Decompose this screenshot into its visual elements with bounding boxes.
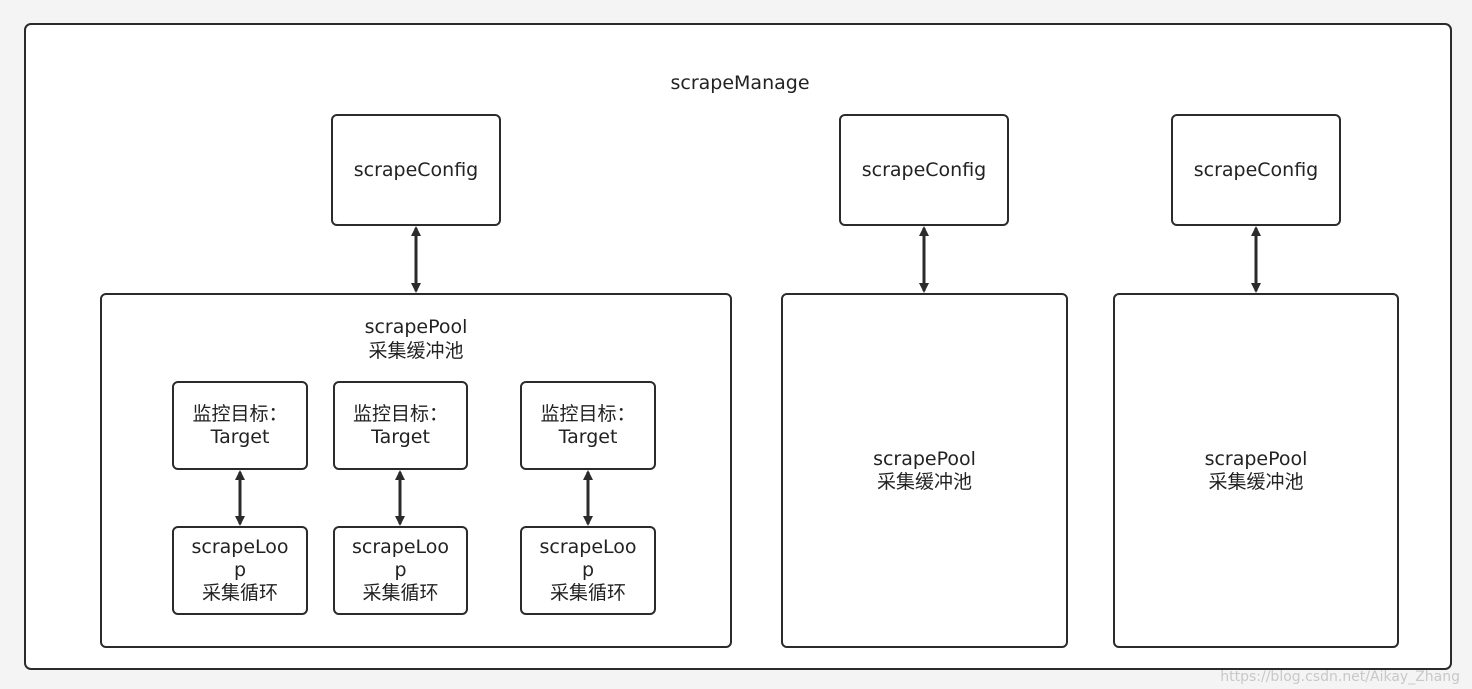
scrape-pool-name: scrapePool [873, 447, 976, 470]
target-line1: 监控目标： [352, 402, 448, 425]
scrape-loop-line2: p [233, 559, 247, 581]
target-line2: Target [558, 425, 618, 448]
scrape-pool-subtitle: 采集缓冲池 [1208, 470, 1304, 493]
target-line1: 监控目标： [540, 402, 636, 425]
scrape-loop-box-2: scrapeLoo p 采集循环 [333, 526, 468, 615]
target-line1: 监控目标： [192, 402, 288, 425]
watermark: https://blog.csdn.net/Aikay_Zhang [1220, 669, 1460, 685]
scrape-loop-box-1: scrapeLoo p 采集循环 [172, 526, 308, 615]
scrape-loop-line1: scrapeLoo [539, 536, 637, 558]
scrape-config-label: scrapeConfig [1193, 158, 1319, 181]
scrape-loop-line3: 采集循环 [549, 582, 626, 604]
scrape-pool-1-subtitle: 采集缓冲池 [368, 340, 464, 362]
scrape-pool-name: scrapePool [1204, 447, 1308, 470]
scrape-manager-title: scrapeManage [670, 72, 810, 94]
target-line2: Target [210, 425, 270, 448]
scrape-loop-box-3: scrapeLoo p 采集循环 [520, 526, 656, 615]
scrape-pool-box-2: scrapePool 采集缓冲池 [781, 293, 1068, 648]
scrape-loop-line1: scrapeLoo [351, 536, 450, 558]
scrape-loop-line3: 采集循环 [362, 582, 439, 604]
scrape-loop-line1: scrapeLoo [191, 536, 289, 558]
scrape-pool-1-name: scrapePool [364, 316, 468, 338]
scrape-loop-line3: 采集循环 [201, 582, 278, 604]
target-box-2: 监控目标： Target [333, 381, 468, 470]
scrape-config-box-3: scrapeConfig [1171, 114, 1341, 226]
scrape-config-label: scrapeConfig [353, 158, 479, 181]
scrape-config-box-2: scrapeConfig [839, 114, 1009, 226]
scrape-loop-line2: p [581, 559, 595, 581]
target-line2: Target [371, 425, 430, 448]
scrape-config-label: scrapeConfig [861, 158, 987, 181]
scrape-pool-subtitle: 采集缓冲池 [876, 470, 972, 493]
target-box-3: 监控目标： Target [520, 381, 656, 470]
scrape-pool-box-3: scrapePool 采集缓冲池 [1113, 293, 1399, 648]
scrape-config-box-1: scrapeConfig [331, 114, 501, 226]
target-box-1: 监控目标： Target [172, 381, 308, 470]
scrape-loop-line2: p [394, 559, 407, 581]
